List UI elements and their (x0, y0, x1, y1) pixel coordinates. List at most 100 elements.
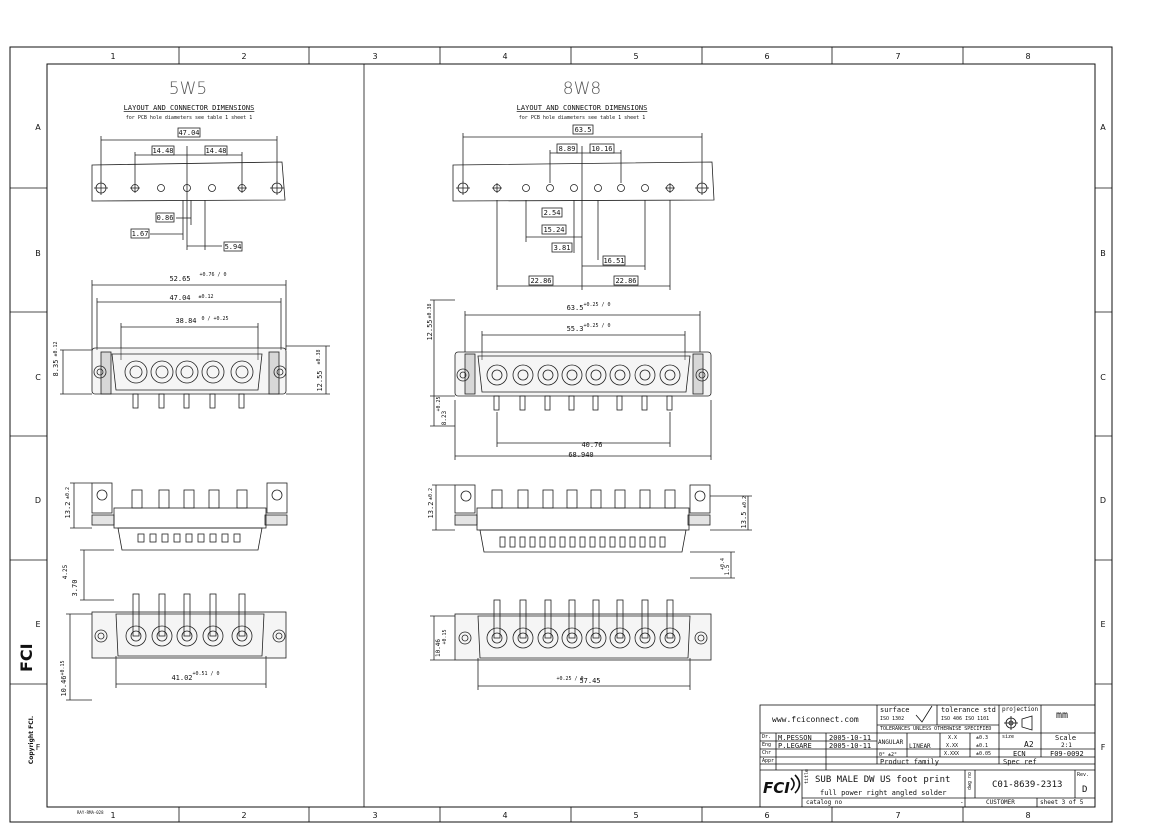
tb-ecn: F09-0092 (1050, 750, 1084, 758)
col-label-2-bottom: 2 (241, 811, 246, 820)
left-dim-bottom-width: 41.02 (171, 674, 192, 682)
right-dim-v1046: 10.46 (435, 639, 442, 657)
tb-unit: mm (1056, 710, 1069, 721)
right-dim-h823-tol: +0.25 (436, 396, 442, 411)
right-dim-bottom-width-tol: +0.25 / 0 (556, 676, 583, 682)
right-dim-width-total-tol: +0.25 / 0 (583, 302, 610, 308)
left-dim-h132-tol: ±0.2 (65, 487, 71, 499)
tb-scale: 2:1 (1061, 742, 1072, 749)
left-dim-width-inner-tol: 0 / +0.25 (201, 316, 228, 322)
col-label-6-bottom: 6 (764, 811, 769, 820)
row-label-d: D (35, 496, 41, 505)
side-fci-logo: FCI (17, 643, 36, 672)
left-note: for PCB hole diameters see table 1 sheet… (126, 115, 252, 121)
tb-chr-label: Chr (762, 750, 772, 756)
right-subtitle: LAYOUT AND CONNECTOR DIMENSIONS (517, 104, 648, 112)
left-dim-width-mid: 47.04 (169, 294, 190, 302)
tb-dwg-no: C01-8639-2313 (992, 780, 1063, 790)
right-dim-1651: 16.51 (603, 257, 624, 265)
col-label-5: 5 (633, 52, 638, 61)
tb-dwg-label: dwg no (967, 771, 973, 790)
left-footprint-holes (94, 181, 284, 195)
side-copyright: Copyright FCI. (28, 716, 35, 764)
tb-tolerance-std: ISO 406 ISO 1101 (941, 716, 990, 722)
left-dim-h1255-tol: ±0.38 (316, 349, 322, 364)
right-dim-4076: 40.76 (581, 441, 602, 449)
left-bottom-contacts (125, 625, 253, 647)
right-dim-width-inner-tol: +0.25 / 0 (583, 323, 610, 329)
col-label-8-bottom: 8 (1025, 811, 1030, 820)
tb-eng-date: 2005-10-11 (829, 742, 872, 750)
row-label-d-right: D (1100, 496, 1106, 505)
tb-website: www.fciconnect.com (772, 715, 859, 724)
left-dim-v425: 4.25 (62, 564, 69, 579)
right-dim-h1255-tol: ±0.38 (427, 303, 433, 318)
tb-tolerances-note: TOLERANCES UNLESS OTHERWISE SPECIFIED (880, 726, 992, 732)
footer-code: RAY-RMA-028 (77, 810, 104, 815)
left-dim-pitch-left: 14.48 (152, 147, 173, 155)
right-dim-width-inner: 55.3 (567, 325, 584, 333)
row-label-a: A (35, 123, 41, 132)
left-dim-v1046: 10.46 (60, 675, 68, 696)
svg-text:FCI: FCI (17, 643, 36, 672)
fci-logo: FCI (763, 774, 801, 797)
tb-dr-name: M.PESSON (778, 734, 812, 742)
row-label-b: B (35, 249, 41, 258)
left-dim-bottom-width-tol: +0.51 / 0 (192, 671, 219, 677)
right-dim-h135-tol: ±0.2 (742, 496, 748, 508)
right-dim-2286a: 22.86 (530, 277, 551, 285)
tb-size-label: size (1002, 734, 1015, 740)
surface-finish-icon (915, 705, 933, 723)
right-bottom-contacts (486, 627, 681, 649)
right-dim-h135: 13.5 (740, 512, 748, 529)
col-label-2: 2 (241, 52, 246, 61)
tb-rev: D (1082, 785, 1088, 795)
tb-scale-label: Scale (1055, 734, 1077, 742)
left-dim-width-mid-tol: ±0.12 (198, 294, 213, 300)
tb-tol-xx: X.XX (946, 743, 959, 749)
tb-dr-date: 2005-10-11 (829, 734, 872, 742)
right-dim-1016: 10.16 (591, 145, 612, 153)
left-title: 5W5 (169, 79, 207, 99)
left-dim-h835-tol: ±0.12 (53, 341, 59, 356)
row-label-e-right: E (1100, 620, 1105, 629)
tb-catalog-val: - (960, 799, 964, 806)
right-view-8w8: 8W8 LAYOUT AND CONNECTOR DIMENSIONS for … (426, 79, 752, 690)
tb-angular-label: ANGULAR (878, 739, 904, 746)
col-label-8: 8 (1025, 52, 1030, 61)
col-label-3-bottom: 3 (372, 811, 377, 820)
right-front-contacts (486, 364, 681, 386)
tb-catalog-label: catalog no (806, 799, 843, 806)
col-label-7-bottom: 7 (895, 811, 900, 820)
right-dim-381: 3.81 (554, 244, 571, 252)
left-subtitle: LAYOUT AND CONNECTOR DIMENSIONS (124, 104, 255, 112)
tb-size: A2 (1024, 740, 1034, 749)
right-dim-width-total: 63.5 (567, 304, 584, 312)
col-label-1: 1 (110, 52, 115, 61)
right-dim-889: 8.89 (559, 145, 576, 153)
right-dim-h823: 8.23 (441, 410, 448, 425)
left-dim-594: 5.94 (225, 243, 242, 251)
col-label-6: 6 (764, 52, 769, 61)
left-dim-overall-pitch: 47.04 (178, 129, 199, 137)
tb-tol-xxx: X.XXX (944, 751, 960, 757)
col-label-5-bottom: 5 (633, 811, 638, 820)
tb-spec-ref-label: Spec ref (1003, 758, 1037, 766)
tb-title-label: title (804, 768, 810, 784)
left-dim-v1046-tol: +0.15 (60, 660, 66, 675)
tb-product-family-label: Product family (880, 758, 940, 766)
tb-linear-label: LINEAR (909, 743, 931, 750)
tb-ecn-label: ECN (1013, 750, 1026, 758)
tb-title-line1: SUB MALE DW US foot print (815, 775, 951, 785)
row-label-e: E (35, 620, 40, 629)
right-note: for PCB hole diameters see table 1 sheet… (519, 115, 645, 121)
right-dim-1524: 15.24 (543, 226, 564, 234)
row-label-c: C (35, 373, 41, 382)
right-dim-bottom-width: 57.45 (579, 677, 600, 685)
tb-surface-label: surface (880, 706, 910, 714)
right-footprint-holes (456, 181, 709, 195)
row-label-b-right: B (1100, 249, 1106, 258)
left-dim-h132: 13.2 (64, 502, 72, 519)
left-dim-h835: 8.35 (52, 360, 60, 377)
tb-tolerance-label: tolerance std (941, 706, 996, 714)
